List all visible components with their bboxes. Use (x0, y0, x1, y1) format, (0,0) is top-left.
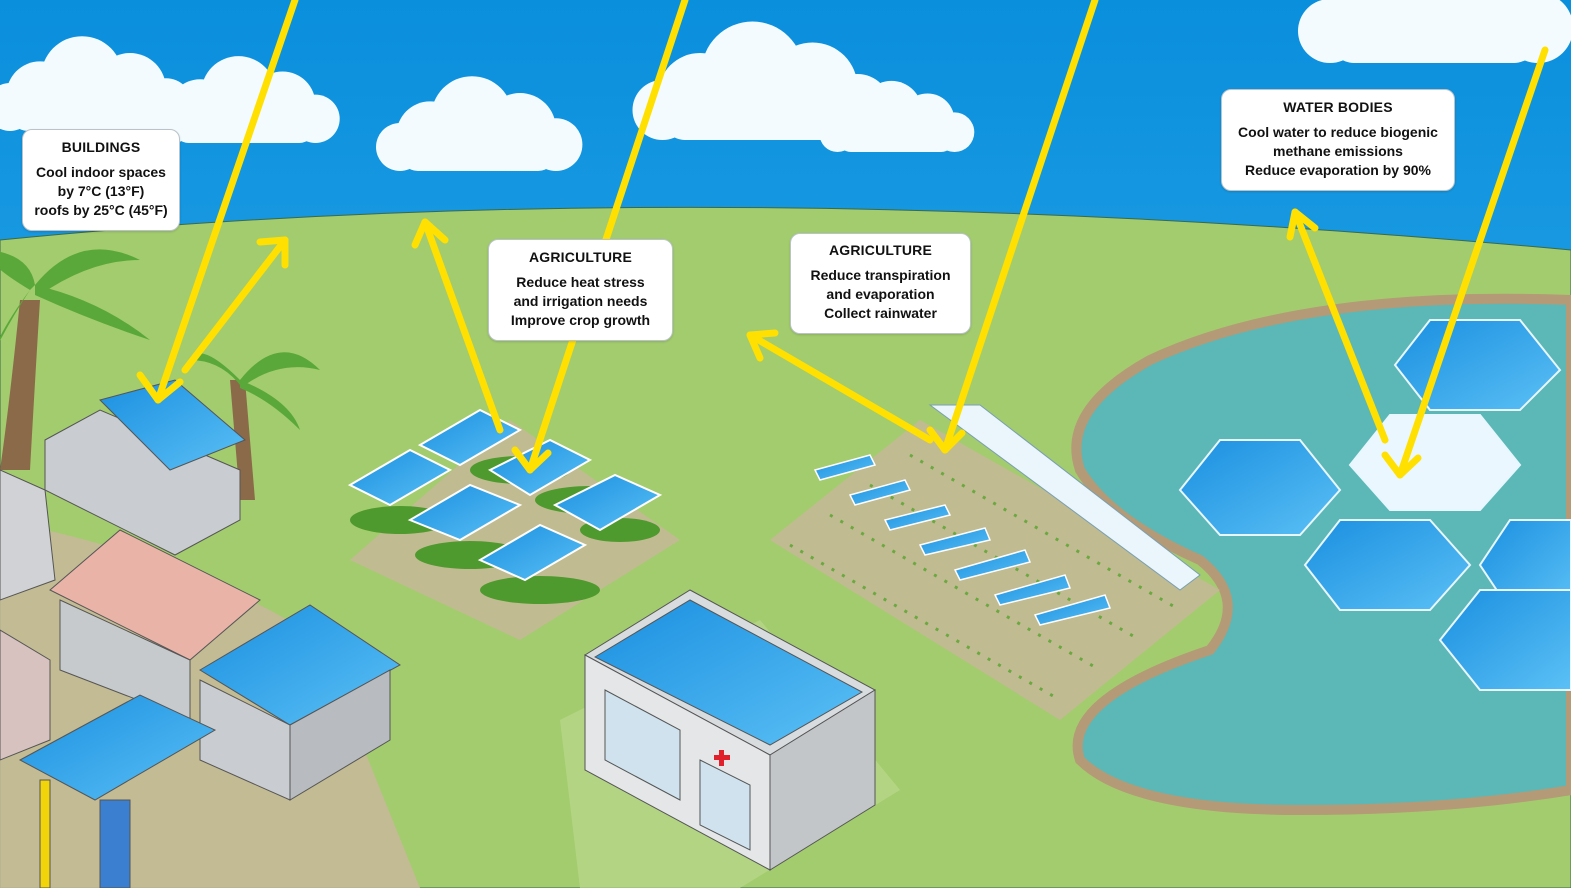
agriculture-line: Reduce transpiration (810, 267, 951, 283)
agriculture-label-2: AGRICULTURE Reduce transpiration and eva… (790, 233, 971, 334)
agriculture-title: AGRICULTURE (828, 242, 933, 258)
vineyard-agrivoltaics (347, 408, 680, 640)
sunlight-arrows (136, 0, 1549, 479)
buildings-line: roofs by 25°C (45°F) (34, 202, 168, 218)
agriculture-title: AGRICULTURE (528, 249, 633, 265)
agriculture-line: Collect rainwater (824, 305, 937, 321)
agriculture-line: Reduce heat stress (516, 274, 645, 290)
water-bodies-line: Reduce evaporation by 90% (1245, 162, 1431, 178)
buildings-line: by 7°C (13°F) (57, 183, 145, 199)
buildings-label: BUILDINGS Cool indoor spaces by 7°C (13°… (22, 129, 180, 231)
water-bodies-title: WATER BODIES (1283, 99, 1393, 115)
clinic-building (584, 589, 876, 871)
water-bodies-line: Cool water to reduce biogenic (1238, 124, 1438, 140)
crop-field-agrivoltaics (770, 404, 1220, 720)
agriculture-line: and irrigation needs (513, 293, 648, 309)
buildings-line: Cool indoor spaces (36, 164, 166, 180)
floating-solar-hexagons (1178, 319, 1571, 691)
water-bodies-line: methane emissions (1273, 143, 1403, 159)
buildings-title: BUILDINGS (61, 139, 141, 155)
agriculture-line: Improve crop growth (510, 312, 651, 328)
houses (0, 379, 401, 888)
water-bodies-label: WATER BODIES Cool water to reduce biogen… (1221, 89, 1455, 191)
agriculture-line: and evaporation (826, 286, 935, 302)
agriculture-label-1: AGRICULTURE Reduce heat stress and irrig… (488, 239, 673, 341)
